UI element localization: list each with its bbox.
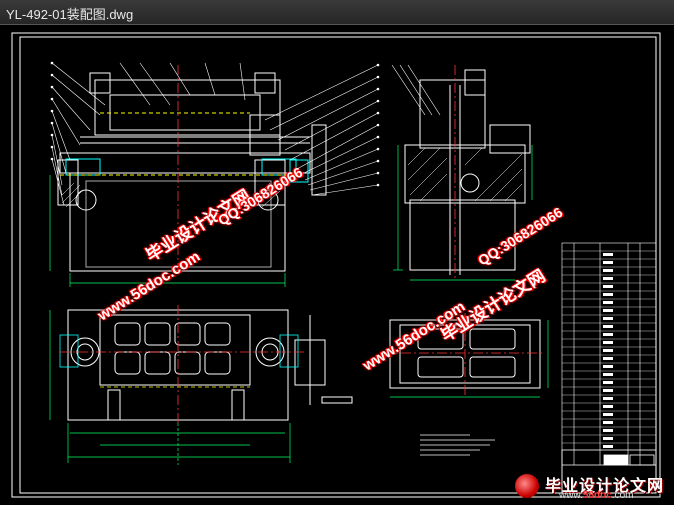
side-upper <box>419 79 486 149</box>
outer-frame <box>11 32 661 498</box>
parts-list-cell-mark <box>603 317 613 320</box>
front-upper-body <box>94 79 281 136</box>
parts-list-cell-mark <box>603 429 613 432</box>
front-handle <box>311 124 327 196</box>
front-right-block <box>254 159 286 206</box>
parts-list-cell-mark <box>603 333 613 336</box>
parts-list-cell-mark <box>603 349 613 352</box>
parts-list-cell-mark <box>603 325 613 328</box>
parts-list-cell-mark <box>603 309 613 312</box>
parts-list-cell-mark <box>603 293 613 296</box>
parts-list-cell-mark <box>603 381 613 384</box>
parts-list-cell-mark <box>603 357 613 360</box>
brand-name: 毕业设计论文网 <box>545 478 665 495</box>
title-block <box>561 449 657 494</box>
front-plate <box>59 152 311 174</box>
parts-list-cell-mark <box>603 253 613 256</box>
parts-list-cell-mark <box>603 405 613 408</box>
parts-list-cell-mark <box>603 301 613 304</box>
parts-list-cell-mark <box>603 373 613 376</box>
parts-list-cell-mark <box>603 437 613 440</box>
cad-drawing <box>11 32 661 498</box>
front-right-wheel <box>257 189 279 211</box>
parts-list-cell-mark <box>603 365 613 368</box>
parts-list-cell-mark <box>603 285 613 288</box>
top-table <box>99 314 251 386</box>
brand-url-accent: 56doc <box>582 490 612 501</box>
side-lower-box <box>409 199 516 271</box>
window-title: YL-492-01装配图.dwg <box>6 7 134 22</box>
brand-logo-icon <box>515 474 539 498</box>
side-body <box>404 144 526 204</box>
drawing-canvas[interactable]: 毕业设计论文网 QQ:306826066 www.56doc.com QQ:30… <box>0 25 674 505</box>
front-left-wheel <box>75 189 97 211</box>
brand-url-prefix: www. <box>559 490 583 501</box>
side-view <box>404 69 531 275</box>
parts-list-cell-mark <box>603 269 613 272</box>
parts-list-cell-mark <box>603 421 613 424</box>
parts-list <box>561 242 657 494</box>
site-brand: 毕业设计论文网 www.56doc.com <box>515 472 671 502</box>
parts-list-cell-mark <box>603 277 613 280</box>
parts-list-cell-mark <box>603 397 613 400</box>
brand-url: www.56doc.com <box>559 490 633 501</box>
parts-list-cell-mark <box>603 389 613 392</box>
parts-list-cell-mark <box>603 413 613 416</box>
brand-url-suffix: .com <box>611 490 634 501</box>
title-bar: YL-492-01装配图.dwg <box>0 0 674 25</box>
inner-frame <box>19 36 657 494</box>
top-view <box>67 309 353 421</box>
parts-list-cell-mark <box>603 261 613 264</box>
parts-list-cell-mark <box>603 341 613 344</box>
parts-list-cell-mark <box>603 445 613 448</box>
